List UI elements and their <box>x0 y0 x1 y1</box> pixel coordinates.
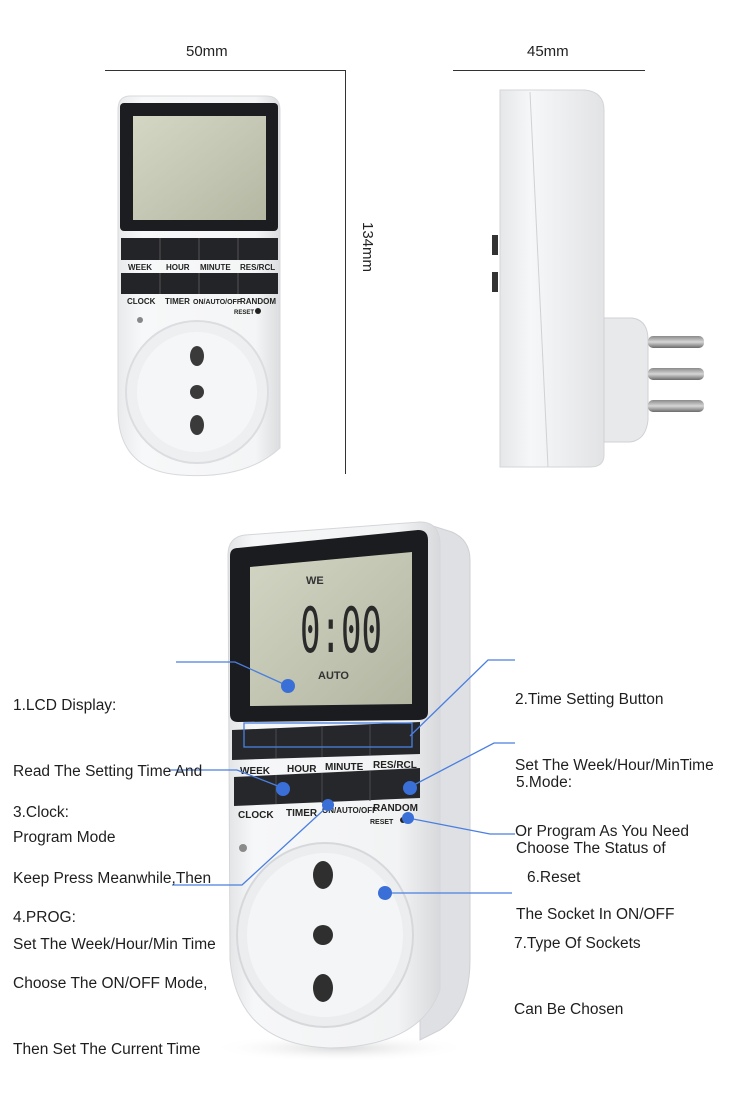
callout-mode-line2: The Socket In ON/OFF <box>516 906 675 923</box>
small-label-minute: MINUTE <box>200 263 231 272</box>
large-label-res-rcl: RES/RCL <box>373 760 417 771</box>
callout-mode-title: 5.Mode: <box>516 774 573 791</box>
large-label-hour: HOUR <box>287 764 317 775</box>
large-label-clock: CLOCK <box>238 810 274 821</box>
small-top-button-row <box>121 238 278 260</box>
callout-lcd-title: 1.LCD Display: <box>13 697 117 714</box>
small-label-timer: TIMER <box>165 297 190 306</box>
callout-lcd-line2: Program Mode <box>13 829 116 846</box>
callout-reset: 6.Reset <box>527 823 580 911</box>
large-top-button-row <box>232 722 420 760</box>
callout-socket: 7.Type Of Sockets Can Be Chosen <box>514 889 641 1043</box>
small-label-clock: CLOCK <box>127 297 156 306</box>
width-dimension-label: 50mm <box>186 43 228 60</box>
small-bottom-button-row <box>121 273 278 294</box>
large-label-reset: RESET <box>370 819 394 826</box>
callout-time-setting-line1: Set The Week/Hour/MinTime <box>515 757 714 774</box>
lcd-time-digits: 0:00 <box>300 594 382 667</box>
lcd-week-indicator: WE <box>306 575 324 587</box>
small-label-reset: RESET <box>234 310 254 316</box>
large-label-timer: TIMER <box>286 808 318 819</box>
callout-socket-title: 7.Type Of Sockets <box>514 935 641 952</box>
callout-reset-title: 6.Reset <box>527 869 581 886</box>
depth-dimension-line <box>453 70 645 71</box>
height-dimension-line <box>345 70 346 474</box>
callout-socket-line1: Can Be Chosen <box>514 1001 624 1018</box>
callout-time-setting-line2: Or Program As You Need <box>515 823 690 840</box>
callout-mode-line1: Choose The Status of <box>516 840 666 857</box>
large-label-random: RANDOM <box>373 803 418 814</box>
large-label-minute: MINUTE <box>325 762 364 773</box>
small-label-on-auto-off: ON/AUTO/OFF <box>193 299 242 306</box>
small-label-hour: HOUR <box>166 263 190 272</box>
callout-prog-line1: Choose The ON/OFF Mode, <box>13 975 208 992</box>
large-label-on-auto-off: ON/AUTO/OFF <box>322 806 377 815</box>
lcd-mode-indicator: AUTO <box>318 670 349 682</box>
depth-dimension-label: 45mm <box>527 43 569 60</box>
large-bottom-button-row <box>234 768 420 806</box>
callout-clock-title: 3.Clock: <box>13 804 69 821</box>
callout-lcd: 1.LCD Display: Read The Setting Time And… <box>13 651 233 871</box>
callout-lcd-line1: Read The Setting Time And <box>13 763 203 780</box>
small-label-week: WEEK <box>128 263 152 272</box>
large-label-week: WEEK <box>240 766 271 777</box>
callout-prog: 4.PROG: Choose The ON/OFF Mode, Then Set… <box>13 863 207 1083</box>
callout-clock-line2: Set The Week/Hour/Min Time <box>13 936 216 953</box>
width-dimension-line <box>105 70 345 71</box>
callout-mode: 5.Mode: Choose The Status of The Socket … <box>516 728 675 948</box>
callout-prog-title: 4.PROG: <box>13 909 76 926</box>
callout-prog-line2: Then Set The Current Time <box>13 1041 201 1058</box>
small-label-random: RANDOM <box>240 297 276 306</box>
callout-clock: 3.Clock: Keep Press Meanwhile,Then Set T… <box>13 758 245 978</box>
small-label-res-rcl: RES/RCL <box>240 263 275 272</box>
callout-clock-line1: Keep Press Meanwhile,Then <box>13 870 212 887</box>
callout-time-setting-title: 2.Time Setting Button <box>515 691 664 708</box>
callout-time-setting: 2.Time Setting Button Set The Week/Hour/… <box>515 645 714 865</box>
